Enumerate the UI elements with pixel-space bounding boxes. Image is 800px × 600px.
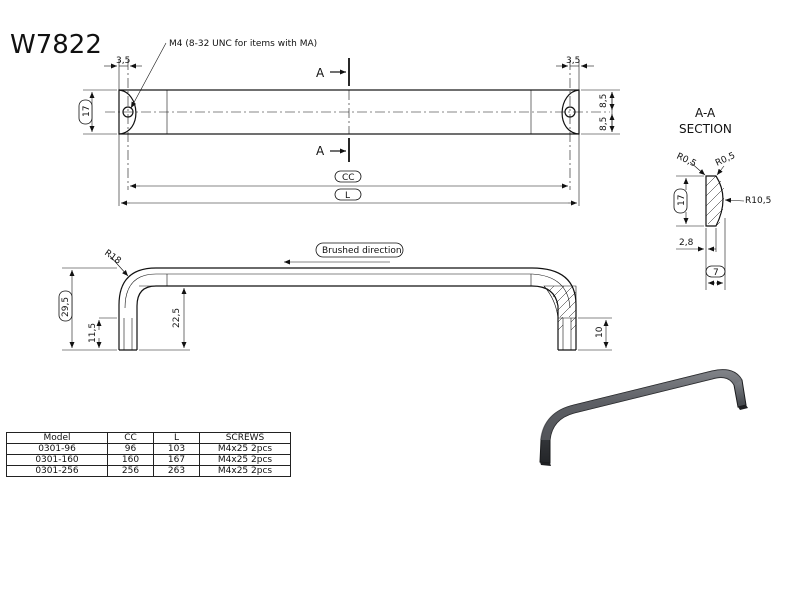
section-view: A-A SECTION 17 R0,5 R0,5 R10,5 xyxy=(673,106,771,290)
col-header-screws: SCREWS xyxy=(199,432,291,444)
thread-hatching xyxy=(557,316,577,331)
handle-3d-render xyxy=(539,369,748,466)
dim-leg-height: 11,5 xyxy=(88,323,98,343)
table-row: 0301-256 256 263 M4x25 2pcs xyxy=(6,465,291,477)
dim-height-top: 17 xyxy=(82,106,92,117)
section-dim-height: 17 xyxy=(677,195,687,206)
section-dim-r-right: R0,5 xyxy=(714,151,737,169)
dim-cc: CC xyxy=(342,173,355,183)
section-dim-r-left: R0,5 xyxy=(675,152,698,170)
col-header-l: L xyxy=(153,432,200,444)
section-profile xyxy=(705,175,724,227)
cell-screws: M4x25 2pcs xyxy=(199,465,291,477)
dim-l: L xyxy=(345,191,350,201)
section-title-line2: SECTION xyxy=(679,122,732,136)
section-title-line1: A-A xyxy=(695,106,716,120)
callout-thread: M4 (8-32 UNC for items with MA) xyxy=(169,39,317,49)
dim-total-height: 29,5 xyxy=(61,297,71,317)
section-hatching xyxy=(705,175,725,226)
cell-screws: M4x25 2pcs xyxy=(199,454,291,466)
cell-screws: M4x25 2pcs xyxy=(199,443,291,455)
cell-cc: 160 xyxy=(107,454,154,466)
top-view: A A 3,5 3,5 M4 (8-32 UNC for items with … xyxy=(78,39,620,206)
cell-cc: 96 xyxy=(107,443,154,455)
hatching xyxy=(548,285,577,318)
col-header-model: Model xyxy=(6,432,108,444)
handle-side-outline xyxy=(118,267,577,350)
dim-thread-depth: 10 xyxy=(595,326,605,338)
col-header-cc: CC xyxy=(107,432,154,444)
section-mark-top: A xyxy=(316,66,325,80)
dim-hole-right: 3,5 xyxy=(566,56,580,66)
section-dim-r-big: R10,5 xyxy=(745,196,771,206)
section-dim-width: 7 xyxy=(713,268,719,278)
cell-model: 0301-96 xyxy=(6,443,108,455)
section-dim-offset: 2,8 xyxy=(679,238,694,248)
cell-cc: 256 xyxy=(107,465,154,477)
brushed-direction-label: Brushed direction xyxy=(322,246,402,256)
table-header-row: Model CC L SCREWS xyxy=(6,432,291,444)
drawing-title: W7822 xyxy=(10,30,102,60)
table-row: 0301-96 96 103 M4x25 2pcs xyxy=(6,443,291,455)
dim-half-top: 8,5 xyxy=(599,94,609,108)
cell-l: 167 xyxy=(153,454,200,466)
section-mark-bottom: A xyxy=(316,144,325,158)
model-spec-table: Model CC L SCREWS 0301-96 96 103 M4x25 2… xyxy=(6,432,291,477)
cell-model: 0301-160 xyxy=(6,454,108,466)
dim-half-bottom: 8,5 xyxy=(599,117,609,131)
table-row: 0301-160 160 167 M4x25 2pcs xyxy=(6,454,291,466)
dim-radius-r18: R18 xyxy=(102,248,122,267)
dim-inner-height: 22,5 xyxy=(172,308,182,328)
cell-l: 103 xyxy=(153,443,200,455)
side-view: R18 Brushed direction 29,5 11,5 22,5 10 xyxy=(58,242,612,351)
dim-hole-left: 3,5 xyxy=(116,56,130,66)
cell-l: 263 xyxy=(153,465,200,477)
cell-model: 0301-256 xyxy=(6,465,108,477)
